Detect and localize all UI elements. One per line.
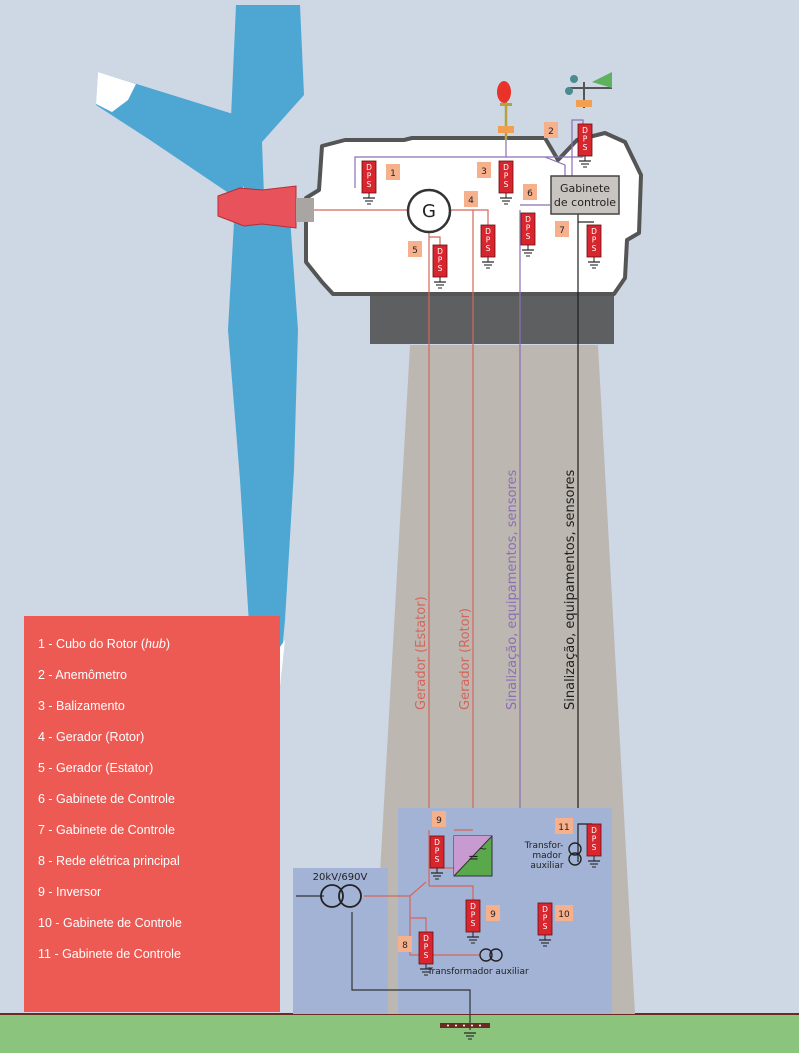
aux-transformer-right-label-1: Transfor- xyxy=(524,841,564,851)
number-badge-bg xyxy=(555,905,573,921)
aux-transformer-bottom-label: Transformador auxiliar xyxy=(426,967,529,977)
wind-vane xyxy=(592,72,612,88)
blade-bottom xyxy=(228,218,298,774)
generator-label: G xyxy=(422,201,436,222)
beacon-light xyxy=(497,81,511,103)
aux-transformer-right-coil-1 xyxy=(568,842,582,856)
legend-item-8: 8 - Rede elétrica principal xyxy=(38,854,180,868)
number-badge-bg xyxy=(555,818,573,834)
control-cabinet xyxy=(550,175,620,215)
legend-item-11: 11 - Gabinete de Controle xyxy=(38,947,181,961)
legend-item-9: 9 - Inversor xyxy=(38,885,102,899)
dps-11 xyxy=(586,823,602,868)
number-badge-4: 4 xyxy=(468,196,474,206)
line-label-stator: Gerador (Estator) xyxy=(414,596,429,710)
aux-transformer-right-label-3: auxiliar xyxy=(530,861,564,871)
blade-left xyxy=(96,72,254,198)
line-label-signal-purple: Sinalização, equipamentos, sensores xyxy=(505,469,520,710)
number-badge-9: 9 xyxy=(490,910,496,920)
dps-4 xyxy=(480,224,496,269)
rotor-hub xyxy=(217,185,297,229)
legend-item-6: 6 - Gabinete de Controle xyxy=(38,792,175,806)
control-cabinet-label-1: Gabinete xyxy=(560,182,610,195)
aux-transformer-bottom-coil-2 xyxy=(489,948,503,962)
aux-transformer-bottom-coil-1 xyxy=(479,948,493,962)
number-badge-10: 10 xyxy=(558,910,570,920)
ground xyxy=(0,1014,799,1053)
number-badge-bg xyxy=(477,162,491,178)
number-badge-bg xyxy=(486,905,500,921)
number-badge-6: 6 xyxy=(527,189,533,199)
dps-9a xyxy=(429,835,445,880)
aux-transformer-right-label-2: mador xyxy=(532,851,562,861)
number-badge-bg xyxy=(432,811,446,827)
dps-9b xyxy=(465,899,481,944)
number-badge-bg xyxy=(398,936,412,952)
number-badge-bg xyxy=(386,164,400,180)
aux-transformer-right-coil-2 xyxy=(568,852,582,866)
number-badge-7: 7 xyxy=(559,226,565,236)
line-label-signal-dark: Sinalização, equipamentos, sensores xyxy=(563,469,578,710)
legend-item-2: 2 - Anemômetro xyxy=(38,668,127,682)
number-badge-bg xyxy=(544,122,558,138)
dps-10 xyxy=(537,902,553,947)
number-badge-9: 9 xyxy=(436,816,442,826)
inverter-eq-symbol: = xyxy=(468,851,479,866)
legend-item-1: 1 - Cubo do Rotor (hub) xyxy=(38,637,171,651)
legend-box: 1 - Cubo do Rotor (hub) 2 - Anemômetro 3… xyxy=(24,616,280,1012)
dps-6 xyxy=(520,212,536,257)
dps-2 xyxy=(577,123,593,168)
legend-item-5: 5 - Gerador (Estator) xyxy=(38,761,154,775)
dps-7 xyxy=(586,224,602,269)
legend-item-4: 4 - Gerador (Rotor) xyxy=(38,730,145,744)
main-transformer-coil-2 xyxy=(338,884,362,908)
dps-5 xyxy=(432,244,448,289)
number-badge-5: 5 xyxy=(412,246,418,256)
number-badge-bg xyxy=(464,191,478,207)
number-badge-bg xyxy=(408,241,422,257)
main-transformer-coil-1 xyxy=(320,884,344,908)
shaft xyxy=(296,198,314,222)
inverter-ac-symbol: ~ xyxy=(478,842,487,855)
number-badge-3: 3 xyxy=(481,167,487,177)
control-cabinet-label-2: de controle xyxy=(554,196,616,209)
generator-symbol xyxy=(406,188,452,234)
legend-item-3: 3 - Balizamento xyxy=(38,699,125,713)
number-badge-bg xyxy=(523,184,537,200)
line-label-rotor: Gerador (Rotor) xyxy=(458,608,473,710)
number-badge-2: 2 xyxy=(548,127,554,137)
main-transformer-label: 20kV/690V xyxy=(313,872,368,883)
legend-item-10: 10 - Gabinete de Controle xyxy=(38,916,182,930)
number-badge-1: 1 xyxy=(390,169,396,179)
dps-1 xyxy=(361,160,377,205)
dps-3 xyxy=(498,160,514,205)
dps-8 xyxy=(418,931,434,976)
number-badge-8: 8 xyxy=(402,941,408,951)
legend-item-7: 7 - Gabinete de Controle xyxy=(38,823,175,837)
number-badge-bg xyxy=(555,221,569,237)
number-badges: 1 2 3 4 5 6 7 8 9 9 10 11 xyxy=(386,122,573,952)
yaw-base xyxy=(370,294,614,344)
number-badge-11: 11 xyxy=(558,823,569,833)
